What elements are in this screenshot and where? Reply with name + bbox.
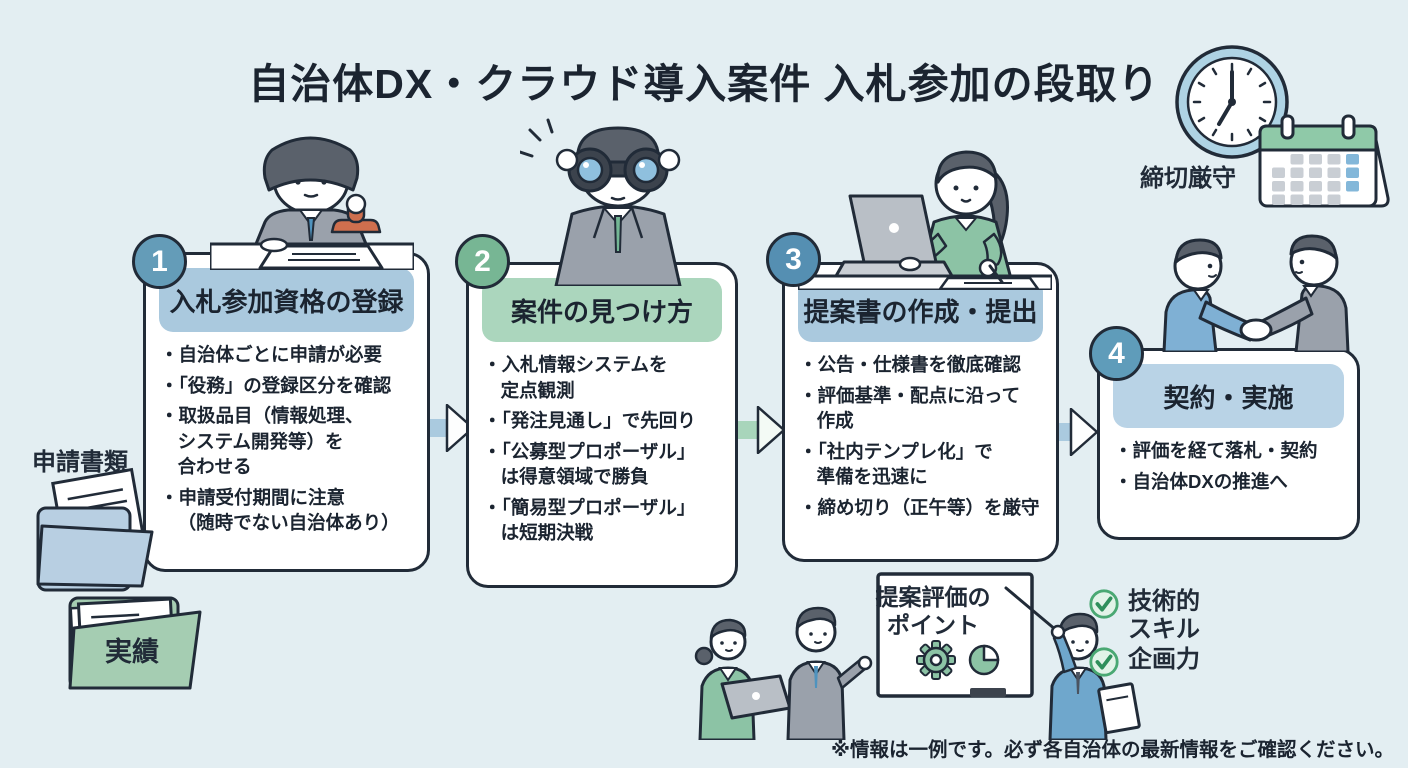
- stamping-person-icon: [210, 136, 414, 270]
- binder: [1097, 682, 1141, 734]
- check-icon: [1089, 647, 1119, 677]
- binoculars-person-icon: [520, 118, 682, 286]
- check-label: 技術的 スキル: [1128, 588, 1200, 644]
- step-1-title: 入札参加資格の登録: [159, 268, 414, 332]
- step-card-2: 案件の見つけ方 ・入札情報システムを 定点観測 ・「発注見通し」で先回り ・「公…: [466, 262, 738, 588]
- arrow-right-icon: [735, 406, 785, 454]
- folder-label: 実績: [105, 637, 159, 667]
- folders-icon: [36, 467, 202, 690]
- step-card-1: 入札参加資格の登録 ・自治体ごとに申請が必要 ・「役務」の登録区分を確認 ・取扱…: [143, 252, 430, 572]
- track-record-folder-icon: [68, 596, 202, 690]
- bullet-item: ・「社内テンプレ化」で 準備を迅速に: [799, 440, 993, 488]
- bullet-item: ・公告・仕様書を徹底確認: [799, 354, 1022, 375]
- step-3-bullets: ・公告・仕様書を徹底確認 ・評価基準・配点に沿って 作成 ・「社内テンプレ化」で…: [785, 350, 1056, 533]
- step-4-title: 契約・実施: [1113, 364, 1344, 428]
- hair-bun: [694, 646, 714, 666]
- bullet-item: ・「役務」の登録区分を確認: [160, 374, 392, 396]
- typing-woman-icon: [798, 150, 1052, 290]
- calendar-icon: [1258, 114, 1390, 208]
- bullet-item: ・自治体ごとに申請が必要: [160, 344, 383, 365]
- check-item: 企画力: [1088, 646, 1200, 678]
- presentation-scene-icon: [694, 572, 1141, 740]
- bullet-item: ・申請受付期間に注意 （随時でない自治体あり）: [160, 486, 400, 534]
- step-4-bullets: ・評価を経て落札・契約 ・自治体DXの推進へ: [1100, 436, 1357, 507]
- deadline-label: 締切厳守: [1140, 165, 1236, 192]
- bullet-item: ・締め切り（正午等）を厳守: [799, 496, 1040, 518]
- check-item: 技術的 スキル: [1088, 588, 1200, 645]
- arrow-right-icon: [424, 404, 474, 452]
- bullet-item: ・「簡易型プロポーザル」 は短期決戦: [483, 496, 696, 544]
- bullet-item: ・「発注見通し」で先回り: [483, 410, 696, 432]
- bullet-item: ・評価基準・配点に沿って 作成: [799, 384, 1021, 432]
- bullet-item: ・取扱品目（情報処理、 システム開発等）を 合わせる: [160, 405, 364, 478]
- gear-icon: [916, 640, 956, 680]
- deadline-clock-calendar-icon: [1175, 45, 1390, 208]
- footer-note: ※情報は一例です。必ず各自治体の最新情報をご確認ください。: [830, 739, 1394, 761]
- page-title: 自治体DX・クラウド導入案件 入札参加の段取り: [248, 61, 1160, 107]
- handshake-icon: [1162, 234, 1350, 352]
- bullet-item: ・入札情報システムを 定点観測: [483, 354, 668, 401]
- pointer-stick: [1004, 586, 1058, 632]
- bullet-item: ・自治体DXの推進へ: [1114, 470, 1288, 492]
- check-label: 企画力: [1128, 646, 1200, 673]
- step-1-number-badge: 1: [132, 234, 187, 289]
- step-2-bullets: ・入札情報システムを 定点観測 ・「発注見通し」で先回り ・「公募型プロポーザル…: [469, 350, 735, 559]
- step-2-title: 案件の見つけ方: [482, 278, 722, 342]
- bullet-item: ・「公募型プロポーザル」 は得意領域で勝負: [483, 440, 696, 488]
- whiteboard-title: 提案評価の ポイント: [875, 584, 991, 638]
- application-documents-folder-icon: [36, 467, 154, 592]
- pie-chart-icon: [968, 644, 1000, 676]
- step-2-number-badge: 2: [455, 234, 510, 289]
- step-card-3: 提案書の作成・提出 ・公告・仕様書を徹底確認 ・評価基準・配点に沿って 作成 ・…: [782, 262, 1059, 562]
- arrow-right-icon: [1048, 408, 1098, 456]
- step-4-number-badge: 4: [1089, 326, 1144, 381]
- step-1-bullets: ・自治体ごとに申請が必要 ・「役務」の登録区分を確認 ・取扱品目（情報処理、 シ…: [146, 340, 427, 549]
- step-3-number-badge: 3: [766, 232, 821, 287]
- check-icon: [1089, 589, 1119, 619]
- step-card-4: 契約・実施 ・評価を経て落札・契約 ・自治体DXの推進へ: [1097, 348, 1360, 540]
- bullet-item: ・評価を経て落札・契約: [1114, 440, 1318, 461]
